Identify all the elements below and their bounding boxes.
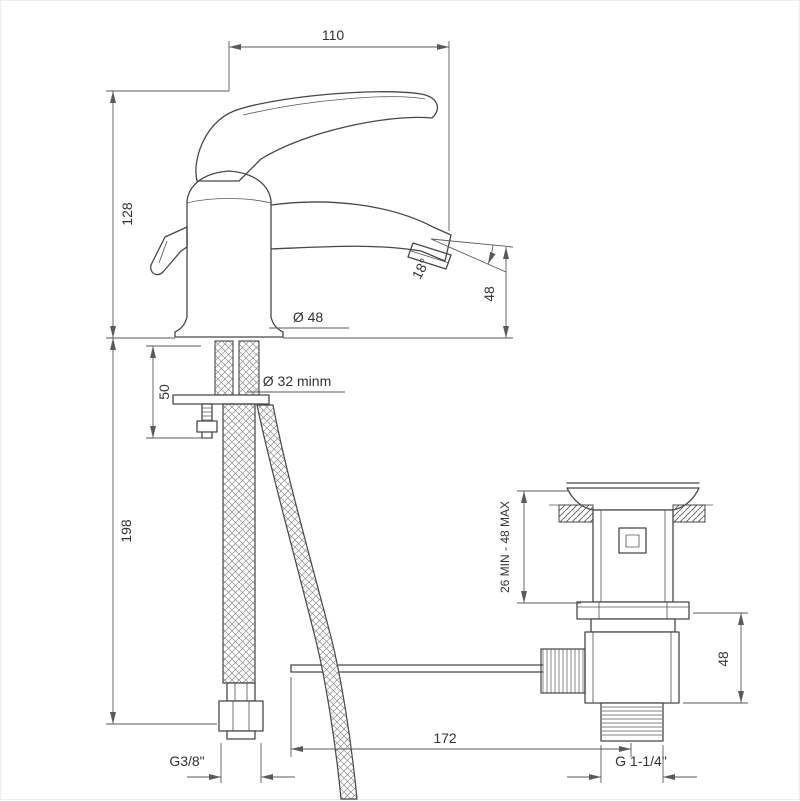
hose-stub-left: [214, 340, 234, 396]
dim-clamp-range: 26 MIN - 48 MAX: [498, 490, 581, 604]
dim-label-clamp-range: 26 MIN - 48 MAX: [498, 501, 512, 593]
drain-cap: [566, 482, 700, 511]
faucet-body: [174, 200, 284, 338]
hose-collar-facets: [234, 683, 248, 701]
hose-nut-tip: [226, 730, 256, 740]
dim-deck-range: 50: [146, 345, 213, 439]
dim-rod-reach: 172: [290, 677, 632, 757]
hose-hex-nut: [218, 700, 264, 732]
dim-supply-thread: G3/8": [169, 743, 295, 783]
dim-label-rod-reach: 172: [433, 730, 457, 746]
dim-label-body-height: 128: [119, 202, 135, 226]
faucet-dome: [186, 170, 272, 202]
dim-label-deck-range: 50: [156, 384, 172, 400]
drain-overflow-window-inner: [625, 534, 640, 548]
faucet-lever-handle: [195, 91, 439, 182]
hose-stub-right: [238, 340, 260, 396]
dim-spout-height: 48: [481, 247, 509, 338]
supply-hoses: [218, 403, 358, 800]
hose-hex-nut-facets: [232, 701, 250, 731]
dim-body-height: 128: [106, 90, 229, 338]
stud-threads: [202, 407, 212, 421]
dim-label-spout-reach: 110: [322, 27, 345, 43]
dim-label-spout-angle: 18°: [409, 256, 433, 282]
mounting-hardware: [172, 340, 270, 439]
dim-label-min-hole: Ø 32 minm: [263, 373, 331, 389]
faucet-aerator-line: [410, 250, 450, 264]
dim-label-base-diameter: Ø 48: [293, 309, 324, 325]
faucet: [150, 91, 452, 338]
dim-waste-thread: G 1-1/4": [567, 745, 697, 783]
stud-nut: [196, 420, 218, 433]
drain-assembly: [540, 482, 713, 742]
drain-lower-body: [584, 631, 680, 704]
dim-label-supply-thread: G3/8": [169, 753, 204, 769]
dim-label-waste-thread: G 1-1/4": [615, 753, 667, 769]
faucet-aerator: [407, 242, 452, 270]
basin-section-right: [672, 504, 706, 523]
faucet-collar-line: [186, 198, 272, 204]
dim-min-hole: Ø 32 minm: [247, 373, 345, 393]
flex-hose-curved: [256, 404, 358, 800]
faucet-lever-accent-line: [242, 96, 426, 116]
drain-locknut: [576, 601, 690, 620]
drain-overflow-window: [618, 527, 647, 554]
drain-upper-body: [592, 509, 674, 603]
drain-locknut-facets: [577, 602, 689, 619]
dim-label-spout-height: 48: [481, 286, 497, 302]
drain-lower-body-lines: [592, 632, 672, 703]
flex-hose-vertical: [222, 403, 256, 684]
dim-hose-length: 198: [106, 338, 217, 725]
faucet-side-lever-line: [158, 240, 168, 264]
dim-label-waste-height: 48: [715, 651, 731, 667]
faucet-side-lever: [150, 226, 188, 276]
hose-collar: [226, 682, 256, 702]
dim-spout-angle: 18°: [409, 238, 514, 282]
drain-upper-body-lines: [600, 510, 666, 602]
dim-waste-height: 48: [683, 612, 748, 704]
dim-label-hose-length: 198: [118, 519, 134, 543]
drain-tail-threads: [602, 706, 662, 736]
dim-base-diameter: Ø 48: [269, 309, 349, 329]
rod-knob: [540, 648, 586, 694]
basin-section-left: [558, 504, 594, 523]
mounting-plate: [172, 394, 270, 405]
dim-spout-reach: 110: [228, 27, 450, 231]
faucet-spout: [270, 201, 452, 262]
drain-ring: [590, 618, 676, 633]
